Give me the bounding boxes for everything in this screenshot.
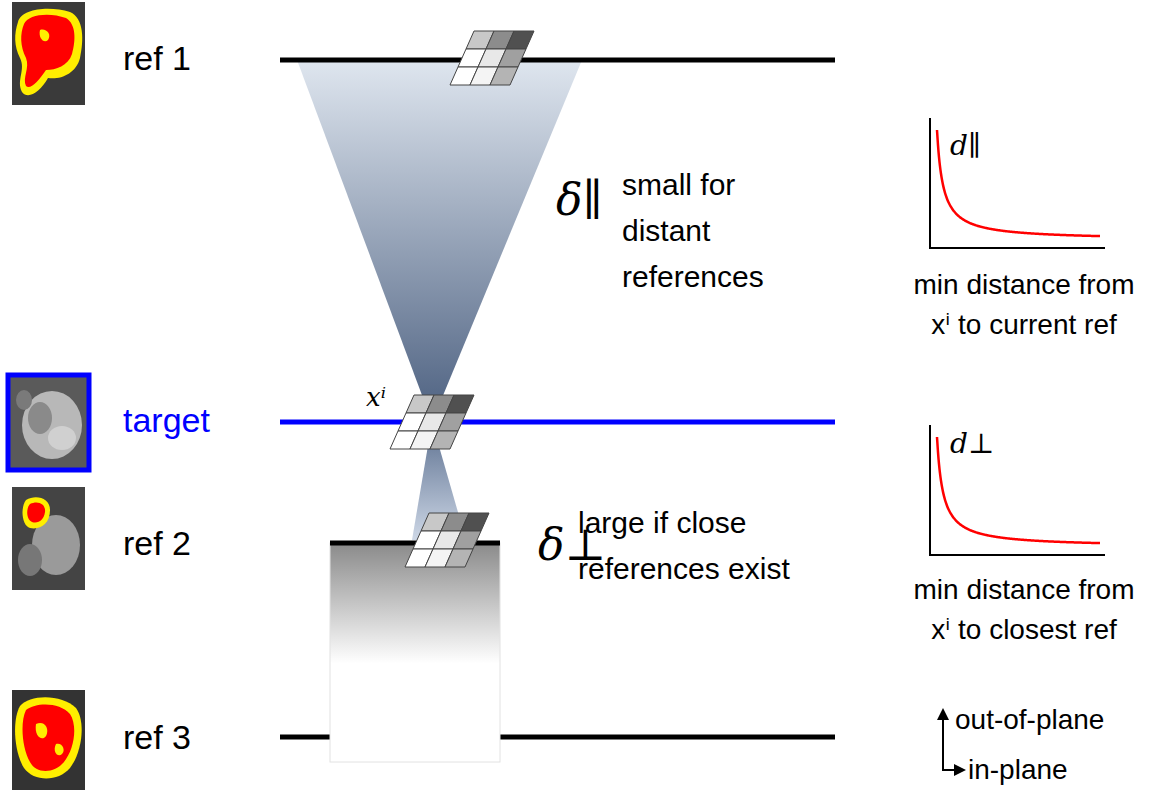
ref-thumbnail-part — [36, 723, 48, 738]
ref-thumbnail — [12, 690, 85, 790]
patch-grid — [450, 31, 534, 85]
target-thumbnail — [8, 375, 89, 470]
direction-label: in-plane — [968, 752, 1068, 788]
ref-thumbnail-part — [12, 690, 85, 790]
ref-thumbnail-part — [12, 2, 85, 105]
decay-graph-part — [929, 554, 1105, 556]
axis-arrows-part — [942, 769, 960, 771]
decay-graph — [929, 118, 1105, 249]
ref-thumbnail-part — [15, 697, 82, 778]
ref-thumbnail-part — [23, 704, 75, 771]
decay-graph-part — [929, 425, 931, 556]
decay-graph-part — [929, 118, 931, 249]
annotation-text: large if close references exist — [578, 500, 828, 592]
axis-label: d∥ — [950, 130, 981, 162]
axis-arrows-part — [942, 714, 944, 771]
patch-symbol: xⁱ — [366, 382, 386, 412]
patch-grid — [405, 513, 489, 567]
ref-thumbnail-part — [40, 30, 50, 42]
target-thumbnail-part — [16, 390, 32, 410]
target-thumbnail-part — [28, 402, 52, 434]
reference-label: ref 3 — [123, 717, 191, 757]
reference-plane — [280, 58, 835, 63]
ref-thumbnail — [12, 487, 85, 590]
ref-thumbnail-part — [55, 744, 64, 756]
annotation-text: small for distant references — [622, 162, 797, 300]
axis-label: d⊥ — [950, 428, 994, 460]
ref-thumbnail-part — [15, 9, 82, 95]
ref-thumbnail-part — [23, 497, 50, 528]
decay-graph-part — [929, 247, 1105, 249]
ref-thumbnail-part — [27, 502, 45, 522]
axis-caption: min distance from xⁱ to current ref — [903, 265, 1145, 345]
occlusion-block — [330, 543, 500, 762]
reference-label: ref 1 — [123, 38, 191, 78]
target-plane — [280, 420, 835, 425]
decay-curve — [937, 130, 1100, 236]
ref-thumbnail-part — [21, 15, 74, 87]
patch-grid — [390, 395, 474, 449]
direction-label: out-of-plane — [955, 702, 1104, 738]
decay-graph — [929, 425, 1105, 556]
attention-cone — [297, 60, 582, 422]
reference-label: ref 2 — [123, 523, 191, 563]
ref-thumbnail-part — [12, 487, 85, 590]
target-thumbnail-part — [8, 375, 89, 470]
axis-caption: min distance from xⁱ to closest ref — [903, 570, 1145, 650]
ref-thumbnail — [12, 2, 85, 105]
ref-thumbnail-part — [18, 544, 42, 576]
weight-symbol: δ∥ — [556, 175, 603, 225]
target-label: target — [123, 400, 210, 440]
target-thumbnail-part — [48, 426, 76, 450]
